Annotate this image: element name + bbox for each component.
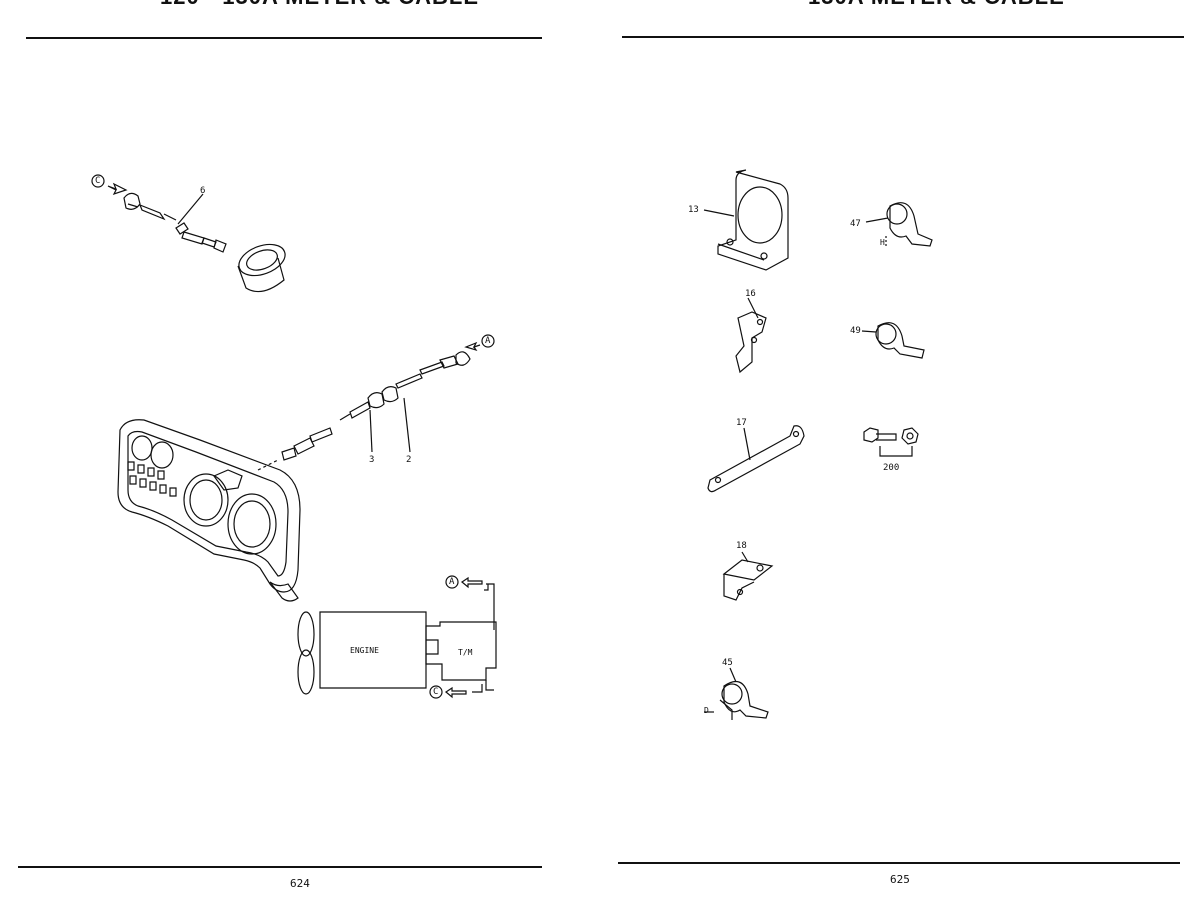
part-47-label: 47 — [850, 219, 861, 229]
circle-c-label-box: C — [433, 687, 439, 697]
part-13-label: 13 — [688, 205, 699, 215]
part-6-label: 6 — [200, 186, 206, 196]
transmission-label: T/M — [458, 648, 473, 657]
speedometer-cable-assembly — [92, 175, 226, 252]
part-3-label: 3 — [369, 455, 375, 465]
circle-c-label-top: C — [95, 176, 101, 186]
gauge-cup — [235, 239, 290, 292]
strap-16 — [736, 298, 766, 372]
main-cable-assembly — [258, 335, 494, 470]
engine-label: ENGINE — [350, 646, 379, 655]
part-49-label: 49 — [850, 326, 861, 336]
part-17-label: 17 — [736, 418, 747, 428]
bracket-13 — [704, 170, 788, 270]
circle-a-label-right: A — [485, 336, 491, 346]
left-page-header: 120 · 130A METER & CABLE — [160, 0, 479, 10]
left-header-rule — [26, 37, 542, 39]
right-page: 130A METER & CABLE — [600, 0, 1200, 906]
right-page-number: 625 — [890, 873, 910, 886]
part-16-label: 16 — [745, 289, 756, 299]
left-diagram — [0, 0, 560, 906]
bolt-nut-200 — [864, 428, 918, 456]
right-diagram — [600, 0, 1200, 906]
part-18-label: 18 — [736, 541, 747, 551]
left-footer-rule — [18, 866, 542, 868]
d-dimension-label: D — [704, 706, 709, 715]
clamp-45 — [704, 668, 768, 720]
circle-a-label-box: A — [449, 577, 455, 587]
engine-transmission-schematic — [298, 576, 496, 698]
instrument-panel — [118, 420, 300, 601]
part-2-label: 2 — [406, 455, 412, 465]
part-200-label: 200 — [883, 463, 900, 473]
bracket-18 — [724, 552, 772, 600]
right-page-header: 130A METER & CABLE — [808, 0, 1065, 10]
right-footer-rule — [618, 862, 1180, 864]
clamp-49 — [862, 323, 924, 358]
right-header-rule — [622, 36, 1184, 38]
bracket-17 — [708, 426, 804, 492]
h-dimension-label: H — [880, 238, 885, 247]
left-page: 120 · 130A METER & CABLE — [0, 0, 560, 906]
part-45-label: 45 — [722, 658, 733, 668]
clamp-47 — [866, 203, 932, 248]
left-page-number: 624 — [290, 877, 310, 890]
